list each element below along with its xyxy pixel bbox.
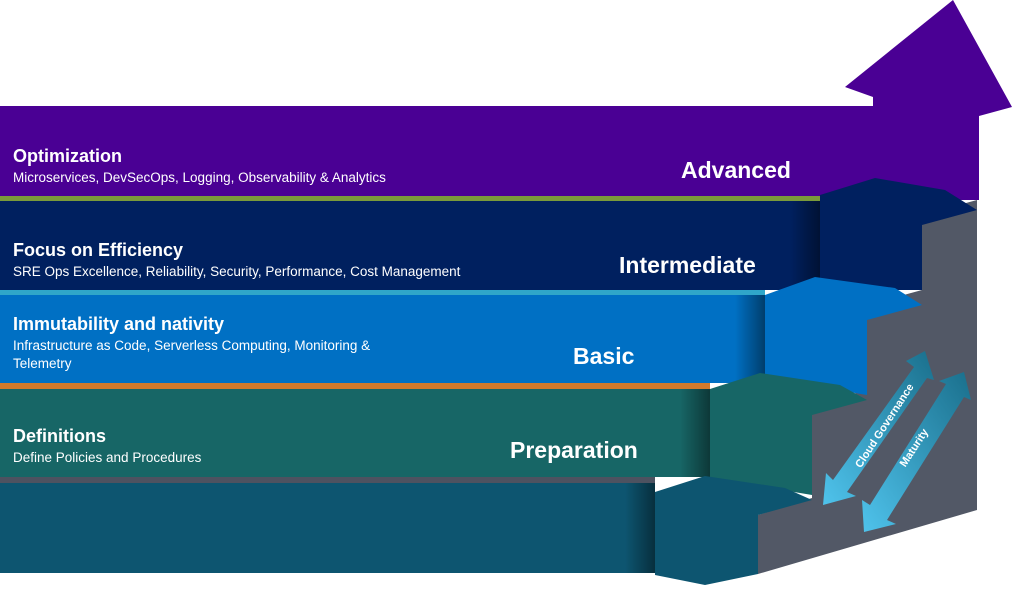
- maturity-arrow: [862, 372, 971, 532]
- step-block-intermediate: [765, 277, 922, 395]
- stripe-gray: [0, 477, 655, 483]
- stripe-cyan: [0, 290, 765, 295]
- shadow: [735, 295, 765, 383]
- band-optimization: [0, 106, 820, 196]
- stage-title-optimization: Optimization: [13, 146, 122, 166]
- level-label-intermediate: Intermediate: [619, 252, 756, 278]
- shadow: [680, 389, 710, 477]
- stage-description-definitions: Define Policies and Procedures: [13, 450, 202, 465]
- band-immutability: [0, 295, 765, 383]
- step-block-basic: [710, 373, 867, 495]
- level-label-basic: Basic: [573, 343, 635, 369]
- stage-description-immutability-line1: Infrastructure as Code, Serverless Compu…: [13, 338, 371, 353]
- band-base: [0, 483, 655, 573]
- band-efficiency: [0, 201, 820, 290]
- level-label-advanced: Advanced: [681, 157, 791, 183]
- band-definitions: [0, 389, 710, 477]
- stage-description-optimization: Microservices, DevSecOps, Logging, Obser…: [13, 170, 386, 185]
- stage-title-immutability: Immutability and nativity: [13, 314, 225, 334]
- cloud-governance-arrow: [823, 351, 934, 505]
- step-block-advanced: [820, 178, 977, 290]
- stage-description-efficiency: SRE Ops Excellence, Reliability, Securit…: [13, 264, 461, 279]
- side-wall: [758, 200, 977, 574]
- level-label-preparation: Preparation: [510, 437, 638, 463]
- shadow: [790, 201, 820, 290]
- step-block-preparation: [655, 476, 812, 585]
- stage-title-efficiency: Focus on Efficiency: [13, 240, 184, 260]
- shadow: [625, 483, 655, 573]
- stripe-green: [0, 196, 820, 201]
- stripe-orange: [0, 383, 710, 389]
- stage-title-definitions: Definitions: [13, 426, 106, 446]
- stage-description-immutability-line2: Telemetry: [13, 356, 72, 371]
